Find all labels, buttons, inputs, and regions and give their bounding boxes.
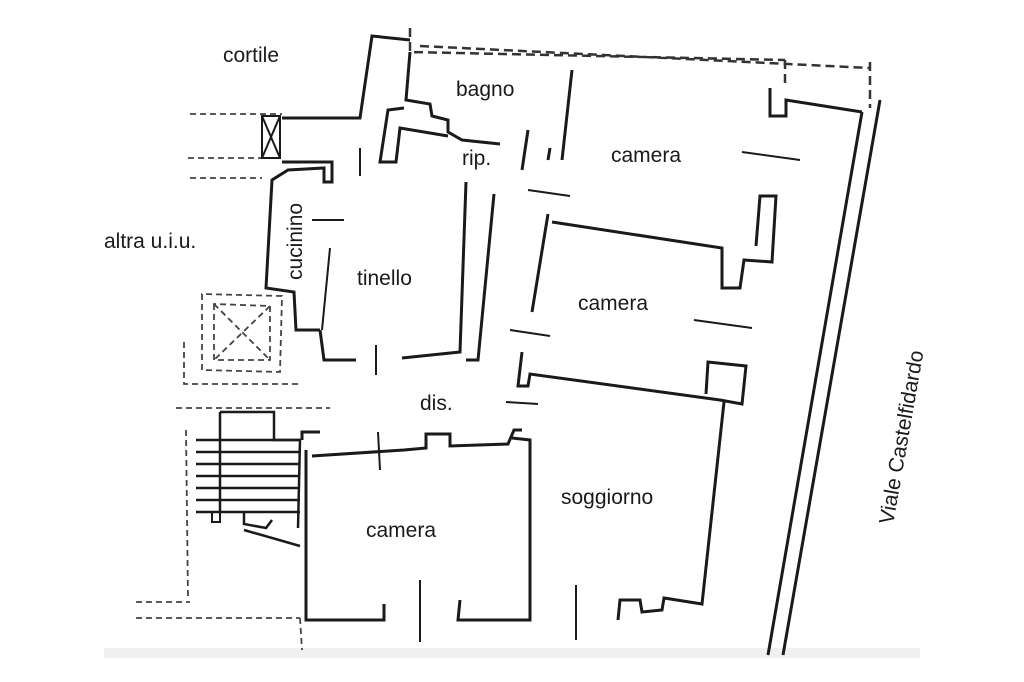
camera-mid-window — [693, 319, 753, 329]
label-soggiorno: soggiorno — [561, 486, 653, 509]
soggiorno-right-wall — [616, 401, 726, 621]
label-altra-uiu: altra u.i.u. — [104, 230, 196, 253]
chimney-cross — [261, 115, 281, 159]
cucinino-inner — [318, 329, 356, 362]
label-rip: rip. — [462, 147, 491, 170]
camera-bottom-door — [377, 431, 421, 642]
label-camera-bottom: camera — [366, 519, 436, 542]
label-dis: dis. — [420, 392, 453, 415]
camera-bottom-left — [300, 430, 320, 440]
rip-wall-2 — [546, 147, 552, 161]
tinello-top-wall — [378, 106, 449, 164]
camera-top-window — [741, 151, 801, 161]
label-tinello: tinello — [357, 267, 412, 290]
bagno-left-wall — [404, 51, 501, 146]
camera-bottom-inner — [311, 428, 522, 458]
street-wall-outer — [781, 99, 882, 656]
label-cortile: cortile — [223, 44, 279, 67]
scan-edge — [104, 648, 920, 658]
cortile-wall — [282, 34, 411, 120]
tinello-door — [321, 148, 377, 375]
label-camera-top: camera — [611, 144, 681, 167]
soggiorno-left-wall — [456, 436, 532, 622]
label-cucinino: cucinino — [284, 203, 307, 280]
dis-door — [505, 401, 539, 405]
shaft-inner — [213, 303, 271, 361]
left-vertical-dash — [185, 429, 189, 601]
staircase — [196, 410, 302, 548]
camera-top-door — [527, 189, 571, 197]
camera-top-lower-wall — [530, 194, 778, 313]
chimney-box — [261, 115, 281, 159]
camera-bottom-top-wall — [304, 450, 386, 622]
tinello-dis-wall — [466, 193, 496, 362]
shaft-outline — [201, 293, 283, 373]
cucinino-outer — [264, 160, 334, 332]
shaft-cross — [213, 303, 271, 361]
camera-mid-lower-wall — [516, 351, 748, 406]
label-camera-middle: camera — [578, 292, 648, 315]
label-bagno: bagno — [456, 78, 514, 101]
top-right-recess — [768, 88, 863, 118]
rip-wall — [520, 129, 530, 171]
top-boundary — [408, 28, 871, 88]
street-wall-inner — [766, 111, 864, 656]
camera-mid-door — [509, 329, 551, 337]
tinello-right-wall — [401, 181, 468, 360]
lower-left-dash — [136, 601, 303, 651]
bagno-right-wall — [560, 69, 574, 161]
shaft-left-dash — [183, 342, 300, 385]
label-street: Viale Castelfidardo — [875, 349, 928, 526]
